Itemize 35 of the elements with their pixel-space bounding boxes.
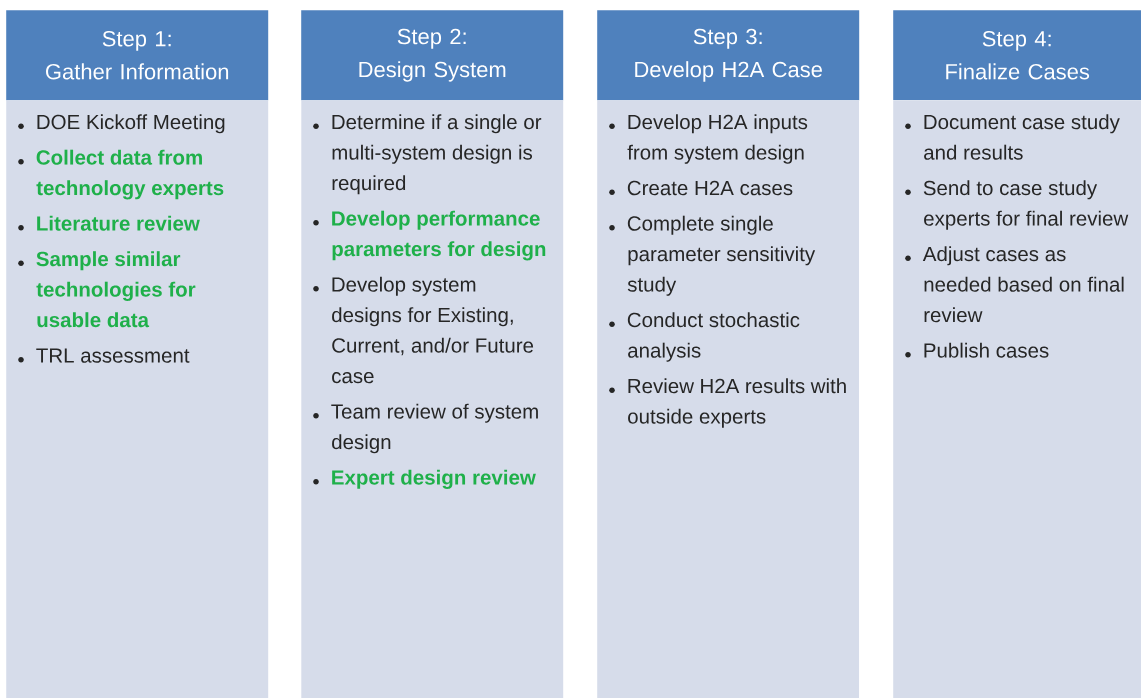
header-text: Gather Information (46, 63, 229, 80)
bullet-item: Send to case study experts for final review (923, 180, 1129, 230)
bullet-item: Determine if a single or multi-system design is required (332, 114, 542, 195)
bullet-item: Expert design review (332, 469, 536, 489)
step-header (6, 10, 269, 101)
bullet-item: Sample similar technologies for usable data (36, 251, 196, 328)
header-text: Step 1: (102, 30, 171, 51)
bullet-item: DOE Kickoff Meeting (37, 114, 225, 134)
bullet-item: Develop performance parameters for design (332, 210, 546, 261)
bullet-item: Conduct stochastic analysis (627, 312, 800, 362)
step-header (597, 10, 860, 101)
bullet-item: Document case study and results (924, 114, 1120, 160)
bullet-item: Literature review (37, 215, 200, 231)
header-text: Design System (359, 61, 506, 82)
step-header (301, 10, 564, 101)
bullet-item: Review H2A results with outside experts (628, 378, 846, 428)
step-panel (301, 100, 564, 698)
header-text: Finalize Cases (946, 63, 1090, 80)
bullet-item: TRL assessment (36, 348, 190, 363)
bullet-item: Complete single parameter sensitivity study (627, 215, 816, 296)
header-text: Step 4: (982, 30, 1051, 51)
step-header (893, 10, 1141, 101)
header-text: Step 3: (693, 28, 762, 49)
bullet-item: Collect data from technology experts (36, 149, 224, 200)
bullet-item: Develop H2A inputs from system design (627, 114, 808, 164)
bullet-item: Team review of system design (331, 403, 538, 454)
bullet-item: Create H2A cases (627, 180, 793, 196)
bullet-item: Publish cases (924, 342, 1049, 358)
bullet-item: Adjust cases as needed based on final review (922, 246, 1124, 323)
bullet-item: Develop system designs for Existing, Current, and/or Future case (332, 276, 534, 384)
step-panel (597, 100, 860, 698)
step-panel (6, 100, 269, 698)
step-panel (893, 100, 1141, 698)
header-text: Develop H2A Case (635, 61, 822, 82)
header-text: Step 2: (397, 28, 466, 49)
